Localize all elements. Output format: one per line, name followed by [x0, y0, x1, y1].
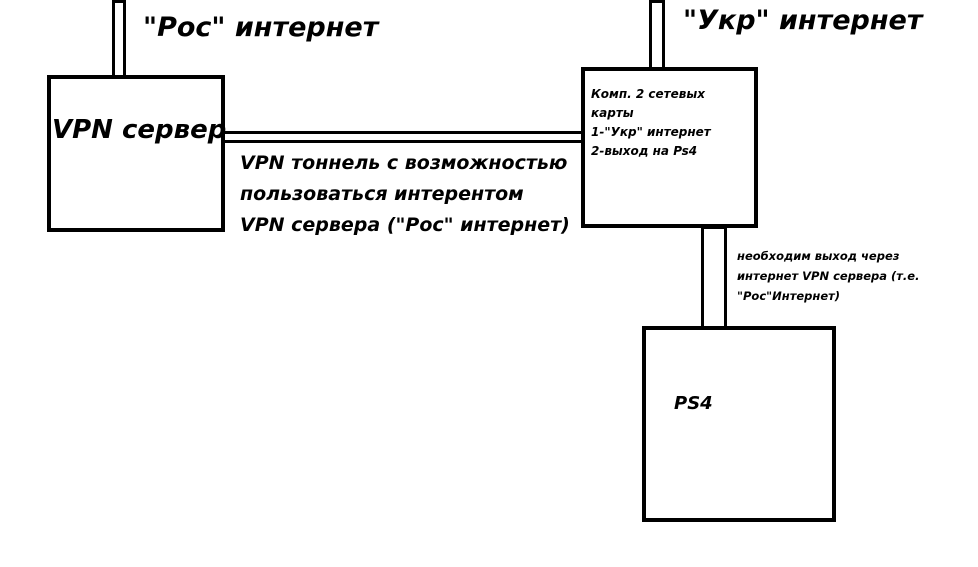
computer-line: карты [591, 106, 634, 120]
computer-description: Комп. 2 сетевых карты 1-"Укр" интернет 2… [591, 85, 711, 161]
ps4-link [701, 226, 727, 330]
note-line: необходим выход через [737, 249, 900, 263]
computer-line: Комп. 2 сетевых [591, 87, 705, 101]
vpn-tunnel-description: VPN тоннель с возможностью пользоваться … [240, 148, 570, 241]
ros-internet-label: "Рос" интернет [143, 12, 379, 43]
ukr-internet-label: "Укр" интернет [683, 5, 923, 36]
computer-box [581, 67, 758, 228]
vpn-server-label: VPN сервер [52, 115, 227, 145]
computer-line: 1-"Укр" интернет [591, 125, 711, 139]
note-line: интернет VPN сервера (т.е. [737, 269, 920, 283]
connection-note: необходим выход через интернет VPN серве… [737, 246, 919, 306]
tunnel-line: VPN тоннель с возможностью [240, 152, 568, 174]
ukr-internet-uplink [649, 0, 665, 70]
ros-internet-uplink [112, 0, 126, 80]
computer-line: 2-выход на Ps4 [591, 144, 698, 158]
vpn-server-box [47, 75, 225, 232]
note-line: "Рос"Интернет) [737, 289, 841, 303]
ps4-box [642, 326, 836, 522]
tunnel-line: VPN сервера ("Рос" интернет) [240, 214, 570, 236]
ps4-label: PS4 [674, 393, 713, 414]
tunnel-line: пользоваться интерентом [240, 183, 524, 205]
vpn-tunnel-link [220, 131, 586, 143]
